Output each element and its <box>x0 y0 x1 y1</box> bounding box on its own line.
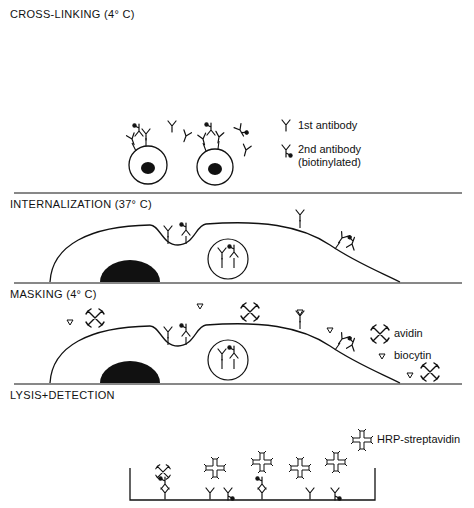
masking-reagents <box>327 328 333 333</box>
receptor <box>132 138 219 151</box>
divider-line <box>14 283 462 284</box>
panel-title: LYSIS+DETECTION <box>10 389 115 402</box>
detection-well <box>306 488 314 499</box>
cell-nucleus <box>208 163 222 175</box>
detection-well <box>256 477 266 489</box>
legend-label: HRP-streptavidin <box>377 433 460 446</box>
cross-linking-cells <box>241 144 252 157</box>
masking-reagents <box>297 310 303 315</box>
masking-reagents <box>86 309 104 327</box>
panel-title: MASKING (4° C) <box>10 288 97 301</box>
panel-title: INTERNALIZATION (37° C) <box>10 198 152 211</box>
cross-linking-cells <box>133 124 143 136</box>
detection-well <box>258 488 266 499</box>
legend-label: biocytin <box>394 349 431 362</box>
cell-nucleus <box>141 162 155 174</box>
cell <box>197 149 233 185</box>
masking-reagents <box>197 304 203 309</box>
masking-reagents <box>241 303 259 321</box>
cross-linking-cells <box>127 120 293 185</box>
detection-well <box>204 457 226 479</box>
masking-reagents <box>67 320 73 325</box>
masking-reagents <box>371 325 389 343</box>
detection-well <box>289 457 311 479</box>
well-outline <box>130 468 375 500</box>
masked-cell <box>50 311 400 383</box>
legend-label: 1st antibody <box>298 119 357 132</box>
legend-label: 2nd antibody (biotinylated) <box>298 143 380 169</box>
detection-well <box>224 488 234 500</box>
cross-linking-cells <box>168 121 176 132</box>
divider-line <box>14 384 462 385</box>
detection-well <box>130 429 375 500</box>
panel-title: CROSS-LINKING (4° C) <box>10 8 135 21</box>
detection-well <box>156 465 170 479</box>
cross-linking-cells <box>282 120 290 131</box>
detection-well <box>251 451 273 473</box>
masking-reagents <box>379 354 385 359</box>
cross-linking-cells <box>205 123 215 135</box>
masking-reagents <box>407 373 413 378</box>
cross-linking-cells <box>234 123 249 139</box>
detection-well <box>351 429 373 451</box>
cross-linking-cells <box>180 130 191 143</box>
internalizing-cell <box>50 210 400 282</box>
legend-label: avidin <box>394 327 423 340</box>
cell <box>129 146 167 184</box>
cross-linking-cells <box>142 129 150 140</box>
cross-linking-cells <box>214 131 224 143</box>
divider-line <box>14 193 462 194</box>
detection-well <box>161 488 169 499</box>
detection-well <box>325 451 347 473</box>
detection-well <box>331 488 341 500</box>
masking-reagents <box>67 303 439 381</box>
masking-reagents <box>421 363 439 381</box>
detection-well <box>206 488 214 499</box>
cross-linking-cells <box>282 145 292 157</box>
